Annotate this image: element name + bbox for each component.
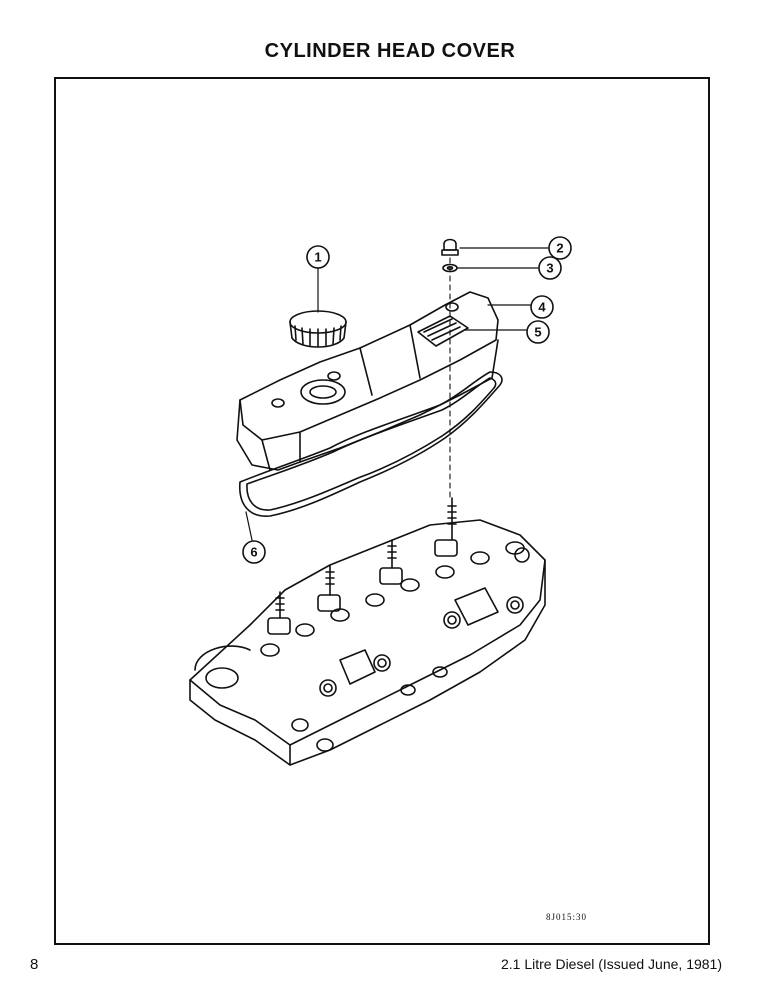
callout-5-circle <box>526 320 550 344</box>
callout-3-circle <box>538 256 562 280</box>
page-title: CYLINDER HEAD COVER <box>264 40 516 62</box>
document-title-footer: 2.1 Litre Diesel (Issued June, 1981) <box>500 956 722 972</box>
callout-1-circle <box>306 245 330 269</box>
callout-4-circle <box>530 295 554 319</box>
callout-6-circle <box>242 540 266 564</box>
callout-2-label: 2 <box>556 241 563 256</box>
cylinder-head-illustration <box>189 497 546 766</box>
figure-frame <box>54 77 710 945</box>
figure-code: 8J015:30 <box>546 912 588 922</box>
leader-lines <box>245 247 549 541</box>
callout-3-label: 3 <box>546 261 553 276</box>
page-number: 8 <box>30 956 39 973</box>
callout-1-label: 1 <box>314 250 321 265</box>
callout-5-label: 5 <box>534 325 541 340</box>
callout-6-label: 6 <box>250 545 257 560</box>
cap-nut-illustration <box>441 238 459 256</box>
callout-4-label: 4 <box>538 300 546 315</box>
filler-cap-illustration <box>289 310 347 348</box>
cover-illustration <box>236 291 499 471</box>
callout-2-circle <box>548 236 572 260</box>
